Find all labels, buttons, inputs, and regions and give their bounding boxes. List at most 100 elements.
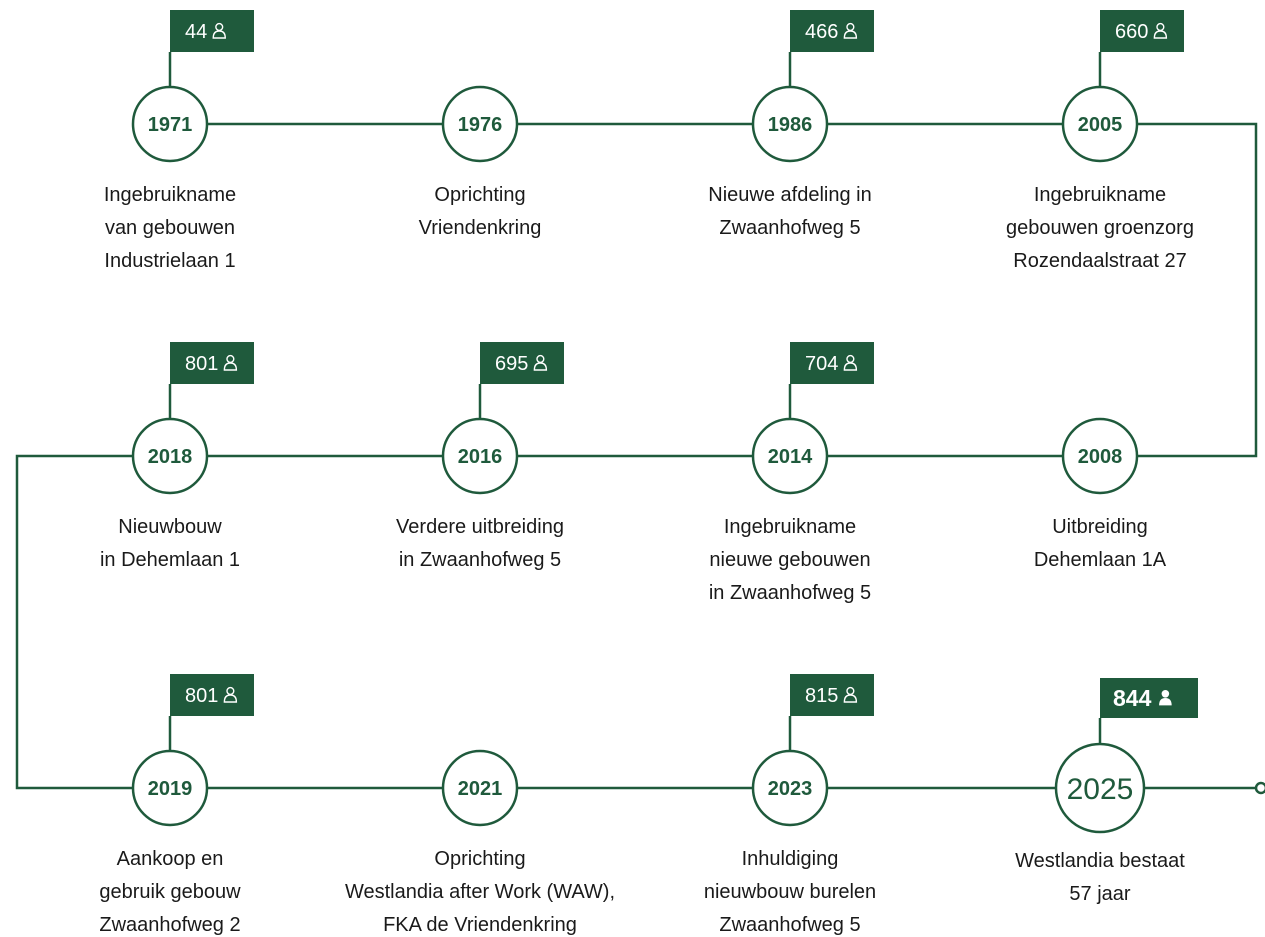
description-line: in Zwaanhofweg 5 <box>399 549 561 571</box>
description-line: in Dehemlaan 1 <box>100 549 240 571</box>
person-outline-icon <box>533 354 548 371</box>
count-flag: 44 <box>170 10 254 52</box>
milestone-year: 2021 <box>458 778 503 800</box>
timeline-end-dot <box>1254 781 1265 795</box>
count-flag: 704 <box>790 342 874 384</box>
milestone-year: 2016 <box>458 446 503 468</box>
count-flag: 801 <box>170 674 254 716</box>
participant-count: 695 <box>495 353 528 375</box>
description-line: Dehemlaan 1A <box>1034 549 1167 571</box>
person-outline-icon <box>843 354 858 371</box>
milestone-year: 2025 <box>1067 773 1134 806</box>
milestone-year: 2019 <box>148 778 193 800</box>
milestone-description: Ingebruikname nieuwe gebouwen in Zwaanhofw… <box>709 516 871 604</box>
participant-count: 801 <box>185 685 218 707</box>
milestone-circle <box>751 749 829 827</box>
milestone-circle <box>1061 417 1139 495</box>
count-flag: 466 <box>790 10 874 52</box>
description-line: gebouwen groenzorg <box>1006 217 1194 239</box>
description-line: 57 jaar <box>1069 883 1130 905</box>
description-line: gebruik gebouw <box>99 881 241 903</box>
milestone-year: 2005 <box>1078 114 1123 136</box>
description-line: Ingebruikname <box>104 184 236 206</box>
description-line: Inhuldiging <box>742 848 839 870</box>
milestone-description: Nieuwbouw in Dehemlaan 1 <box>100 516 240 571</box>
description-line: van gebouwen <box>105 217 235 239</box>
count-flag: 660 <box>1100 10 1184 52</box>
person-filled-icon <box>1159 690 1172 706</box>
description-line: nieuwbouw burelen <box>704 881 876 903</box>
milestone-year: 2023 <box>768 778 813 800</box>
participant-count: 44 <box>185 21 207 43</box>
description-line: Oprichting <box>434 848 525 870</box>
description-line: Nieuwe afdeling in <box>708 184 871 206</box>
description-line: Ingebruikname <box>724 516 856 538</box>
milestone-year: 1986 <box>768 114 813 136</box>
milestone-circle <box>441 417 519 495</box>
description-line: Nieuwbouw <box>118 516 222 538</box>
description-line: in Zwaanhofweg 5 <box>709 582 871 604</box>
milestone-circle <box>1061 85 1139 163</box>
person-outline-icon <box>223 686 238 703</box>
person-outline-icon <box>1153 22 1168 39</box>
count-flag: 815 <box>790 674 874 716</box>
description-line: Rozendaalstraat 27 <box>1013 250 1186 272</box>
description-line: Oprichting <box>434 184 525 206</box>
milestone-circle <box>1054 742 1146 834</box>
milestone-year: 2014 <box>768 446 813 468</box>
description-line: FKA de Vriendenkring <box>383 914 577 936</box>
milestone-circle <box>441 85 519 163</box>
milestone-circle <box>751 417 829 495</box>
milestone-description: Inhuldiging nieuwbouw burelenZwaanhofweg … <box>704 848 876 936</box>
milestone-circle <box>751 85 829 163</box>
person-outline-icon <box>843 22 858 39</box>
participant-count: 801 <box>185 353 218 375</box>
description-line: nieuwe gebouwen <box>709 549 870 571</box>
description-line: Uitbreiding <box>1052 516 1148 538</box>
participant-count: 660 <box>1115 21 1148 43</box>
milestone-circle <box>131 85 209 163</box>
milestone-circle <box>131 749 209 827</box>
count-flag: 844 <box>1100 678 1198 718</box>
description-line: Zwaanhofweg 5 <box>719 914 860 936</box>
description-line: Aankoop en <box>117 848 224 870</box>
milestone-year: 1976 <box>458 114 503 136</box>
description-line: Westlandia after Work (WAW), <box>345 881 615 903</box>
milestone-year: 2008 <box>1078 446 1123 468</box>
description-line: Verdere uitbreiding <box>396 516 564 538</box>
person-outline-icon <box>843 686 858 703</box>
description-line: Vriendenkring <box>419 217 542 239</box>
participant-count: 844 <box>1113 685 1152 711</box>
milestone-year: 1971 <box>148 114 193 136</box>
milestone-circle <box>441 749 519 827</box>
milestone-circle <box>131 417 209 495</box>
milestone-description: Verdere uitbreiding in Zwaanhofweg 5 <box>396 516 564 571</box>
description-line: Industrielaan 1 <box>104 250 235 272</box>
milestone-year: 2018 <box>148 446 193 468</box>
person-outline-icon <box>223 354 238 371</box>
description-line: Zwaanhofweg 2 <box>99 914 240 936</box>
participant-count: 815 <box>805 685 838 707</box>
count-flag: 695 <box>480 342 564 384</box>
